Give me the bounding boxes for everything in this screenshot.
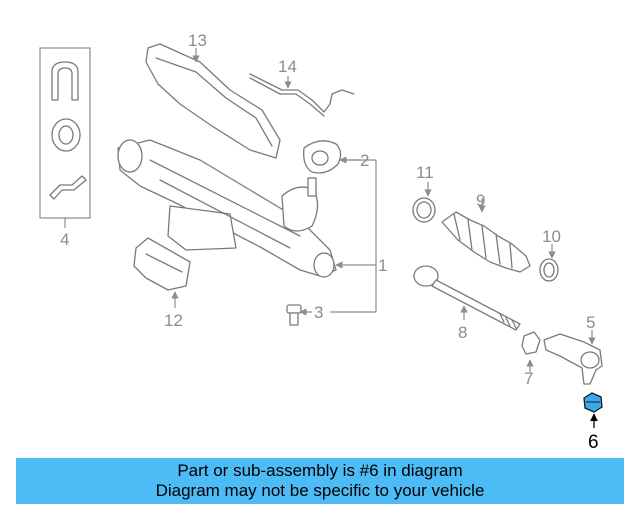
part-7-jam-nut (521, 331, 541, 372)
callout-12: 12 (164, 311, 183, 330)
part-8-inner-tie-rod (413, 265, 521, 331)
callout-8: 8 (458, 323, 467, 342)
parts-diagram: 1 2 3 4 5 6 7 8 9 10 11 12 13 14 (39, 31, 603, 453)
callout-6: 6 (588, 432, 599, 453)
callout-7: 7 (524, 369, 533, 388)
part-3-bolt (286, 304, 376, 326)
callout-4: 4 (60, 230, 69, 249)
info-banner: Part or sub-assembly is #6 in diagram Di… (16, 458, 624, 504)
callout-2: 2 (360, 151, 369, 170)
callout-1: 1 (378, 256, 387, 275)
banner-line-disclaimer: Diagram may not be specific to your vehi… (155, 481, 485, 500)
part-1-steering-gear (117, 139, 377, 312)
callout-13: 13 (188, 31, 207, 50)
part-2-mount-bushing (303, 140, 360, 174)
callout-10: 10 (542, 227, 561, 246)
part-6-nut-highlighted[interactable] (583, 392, 603, 428)
part-11-clamp (412, 182, 436, 223)
callout-11: 11 (416, 163, 434, 182)
part-4-bracket-set (39, 47, 91, 228)
part-12-cover (133, 237, 191, 308)
part-14-wire-harness (249, 73, 355, 117)
callout-3: 3 (314, 303, 323, 322)
callout-5: 5 (586, 313, 595, 332)
callout-9: 9 (476, 191, 485, 210)
callout-14: 14 (278, 57, 297, 76)
banner-line-part: Part or sub-assembly is #6 in diagram (177, 461, 463, 480)
part-9-boot (441, 198, 531, 273)
part-5-outer-tie-rod-end (543, 330, 603, 385)
part-13-heat-shield (145, 43, 281, 159)
part-10-clamp (539, 244, 559, 282)
